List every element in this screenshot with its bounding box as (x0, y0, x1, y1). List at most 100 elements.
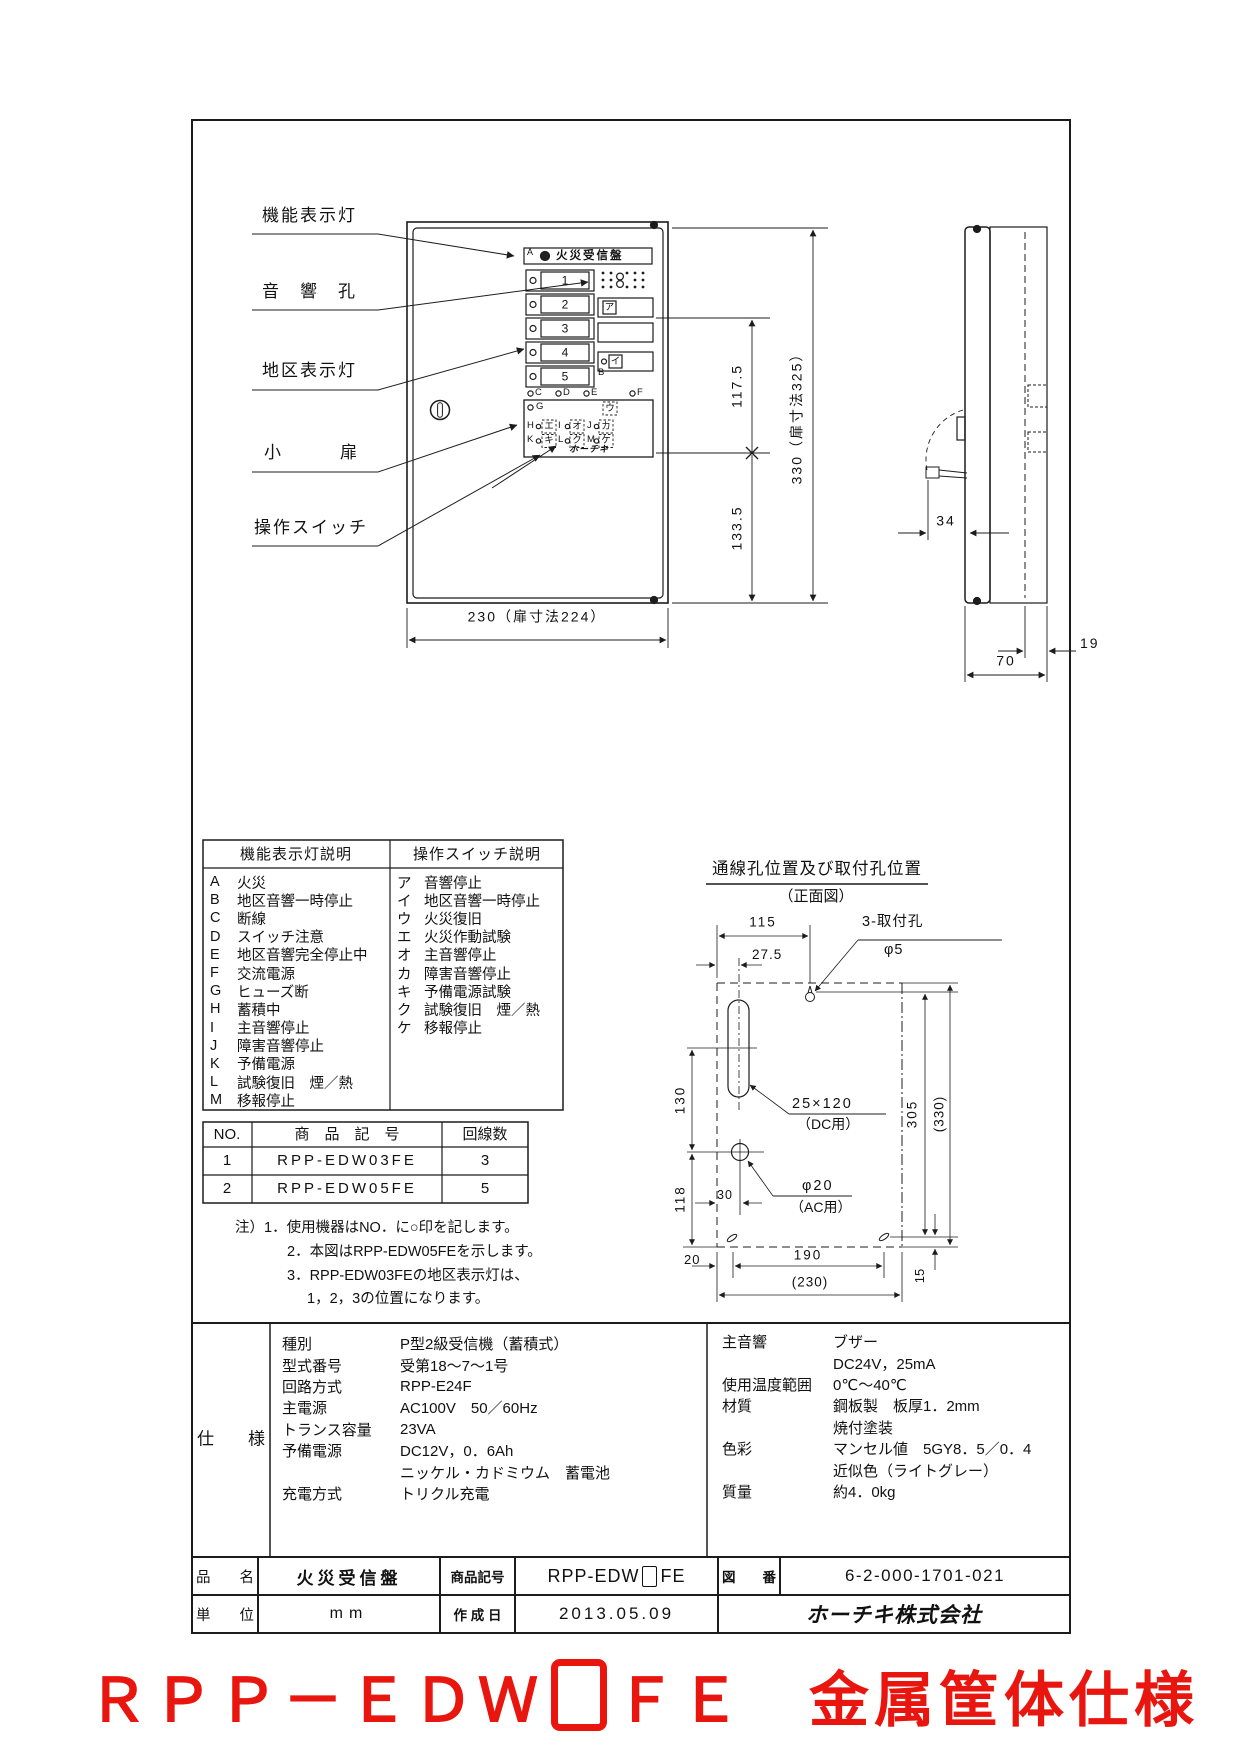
footer-model-suffix: ＦＥ (615, 1666, 745, 1734)
mounting-dim-15: 15 (911, 1268, 927, 1284)
spec-row: 近似色（ライトグレー） (833, 1462, 999, 1480)
function-table-right-column: ア音響停止 イ地区音響一時停止 ウ火災復旧 エ火災作動試験 オ主音響停止 カ障害… (397, 873, 559, 1038)
model-row2-code: RPP-EDW05FE (277, 1179, 417, 1197)
dim-front-height: 330（扉寸法325） (788, 345, 805, 485)
table-row: ク試験復旧 煙／熱 (397, 1002, 540, 1019)
mounting-hole-label: 3-取付孔 (862, 914, 924, 930)
dim-side-door: 34 (936, 512, 956, 529)
panel-lamp-b-label: B (598, 367, 605, 378)
table-row: ウ火災復旧 (397, 911, 482, 928)
model-table-header-code: 商 品 記 号 (294, 1125, 400, 1143)
dc-slot-use: （DC用） (797, 1116, 860, 1132)
side-dimensions (898, 480, 1076, 682)
mounting-dim-305: 305 (904, 1099, 920, 1129)
note-line-4: 1，2，3の位置になります。 (307, 1291, 490, 1307)
callout-function-lamps: 機能表示灯 (262, 206, 357, 225)
legend-switch-e: エ (544, 420, 554, 432)
function-table-header-right: 操作スイッチ説明 (413, 846, 542, 863)
titleblock-unit-label: 単 位 (196, 1607, 254, 1624)
model-row1-code: RPP-EDW03FE (277, 1151, 417, 1169)
mounting-dim-118: 118 (672, 1185, 688, 1213)
switch-a-window: ア (604, 301, 615, 313)
mounting-dim-30: 30 (717, 1188, 733, 1202)
mounting-dim-115: 115 (749, 914, 777, 930)
titleblock-fig-value: 6-2-000-1701-021 (844, 1566, 1006, 1585)
spec-row: 焼付塗装 (833, 1419, 894, 1437)
zone-window-3: 3 (561, 321, 569, 336)
front-view-linework (406, 220, 669, 605)
model-row1-no: 1 (222, 1151, 232, 1169)
table-row: ア音響停止 (397, 875, 482, 892)
note-line-1: 注）1．使用機器はNO．に○印を記します。 (235, 1220, 519, 1236)
footer-model-spec: ＲＰＰ－ＥＤＷ ＦＥ 金属筐体仕様 (88, 1652, 1199, 1738)
function-table-header-left: 機能表示灯説明 (240, 846, 353, 863)
dim-front-width: 230（扉寸法224） (467, 608, 607, 625)
mounting-hole-dia: φ5 (884, 942, 904, 958)
callout-leaders (252, 233, 589, 547)
legend-switch-ke: ケ (601, 434, 611, 446)
model-row1-lines: 3 (480, 1151, 490, 1169)
panel-lamp-a-label: A (527, 247, 534, 257)
dim-side-back: 19 (1080, 635, 1100, 651)
switch-u-window: ウ (605, 402, 615, 414)
mounting-diagram-linework (706, 883, 1002, 1248)
footer-model-prefix: ＲＰＰ－ＥＤＷ (88, 1666, 543, 1734)
legend-lamp-j: J (587, 420, 592, 431)
front-dimensions (406, 227, 828, 648)
titleblock-name-label: 品 名 (196, 1569, 254, 1586)
callout-zone-lamps: 地区表示灯 (262, 361, 357, 380)
legend-switch-ku: ク (572, 434, 582, 446)
sheet-frame (191, 119, 1071, 1634)
zone-window-5: 5 (561, 369, 569, 384)
mounting-dim-230: (230) (791, 1274, 829, 1290)
callout-operation-switches: 操作スイッチ (254, 518, 368, 537)
hochiki-logo-small: ホーチキ (568, 444, 610, 455)
titleblock-date-label: 作 成 日 (453, 1608, 502, 1623)
model-row2-no: 2 (222, 1179, 232, 1197)
model-blank-box (642, 1565, 658, 1587)
zone-window-4: 4 (561, 345, 569, 360)
dim-side-depth: 70 (996, 652, 1016, 669)
callout-sound-holes: 音 響 孔 (262, 282, 357, 301)
model-row2-lines: 5 (480, 1179, 490, 1197)
note-line-2: 2．本図はRPP-EDW05FEを示します。 (287, 1244, 542, 1260)
panel-lamp-d-label: D (563, 387, 570, 398)
legend-lamp-i: I (558, 420, 561, 431)
spec-row: 質量約4．0kg (722, 1483, 896, 1501)
mounting-title: 通線孔位置及び取付孔位置 (712, 859, 922, 878)
table-row: キ予備電源試験 (397, 984, 511, 1001)
mounting-dim-330: (330) (931, 1095, 947, 1133)
spec-row: DC24V，25mA (833, 1355, 936, 1373)
mounting-subtitle: （正面図） (778, 887, 854, 905)
table-linework (202, 839, 564, 1204)
titleblock-fig-label: 図 番 (722, 1570, 776, 1585)
legend-lamp-k: K (527, 434, 534, 445)
titleblock-unit-value: mm (329, 1605, 369, 1622)
ac-hole-use: （AC用） (790, 1199, 852, 1215)
mounting-dim-190: 190 (793, 1247, 823, 1263)
legend-lamp-l: L (558, 434, 564, 445)
spec-row-label: 仕 様 (197, 1429, 265, 1449)
mounting-dim-27-5: 27.5 (752, 947, 783, 962)
table-row: カ障害音響停止 (397, 966, 511, 983)
legend-switch-ka: カ (601, 420, 611, 432)
dim-front-lower: 133.5 (728, 505, 745, 551)
